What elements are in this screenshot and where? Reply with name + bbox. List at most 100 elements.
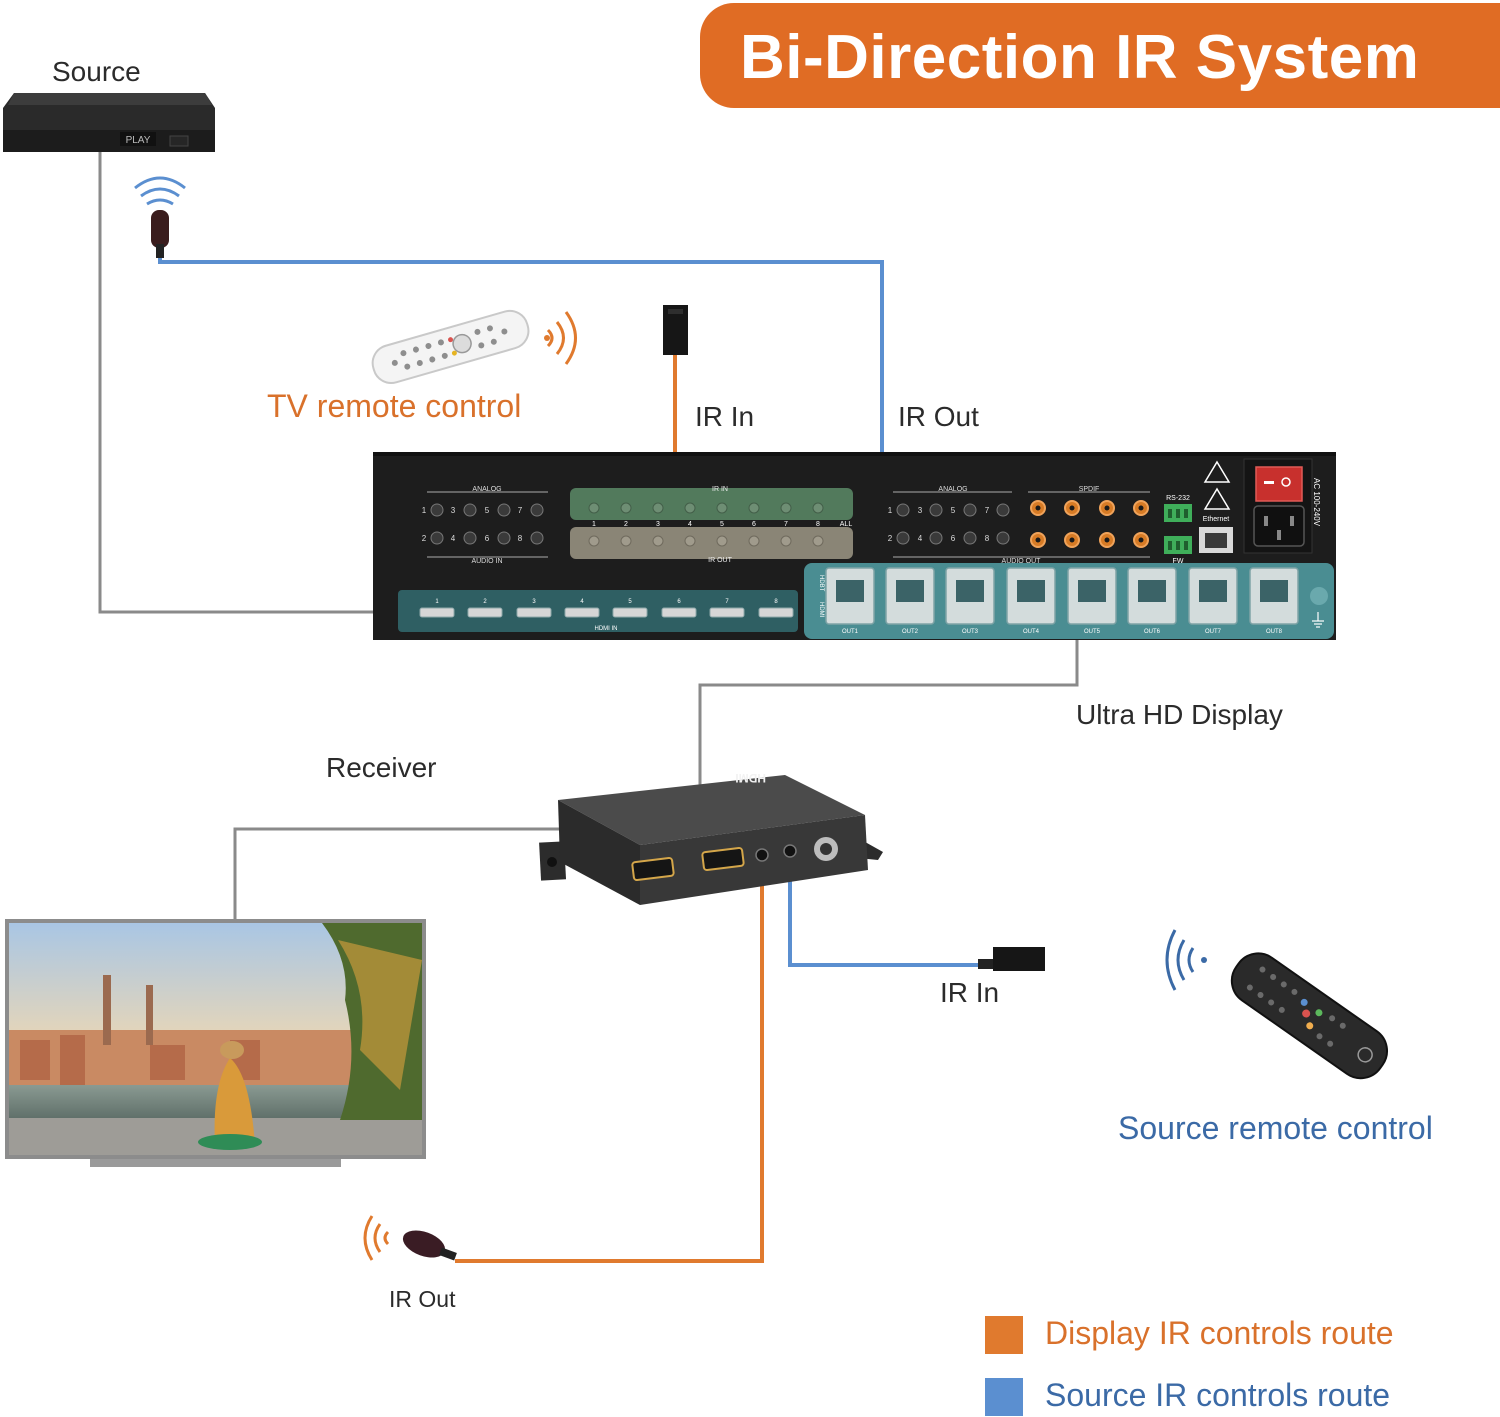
svg-text:3: 3 xyxy=(656,521,660,528)
svg-text:OUT7: OUT7 xyxy=(1205,629,1222,635)
svg-text:2: 2 xyxy=(624,521,628,528)
svg-text:OUT3: OUT3 xyxy=(962,629,979,635)
legend-swatch-display xyxy=(985,1316,1023,1354)
svg-text:5: 5 xyxy=(485,506,490,515)
hdbt-cable xyxy=(698,640,1079,785)
source-remote-signal-icon xyxy=(1165,929,1195,991)
svg-text:6: 6 xyxy=(485,534,490,543)
svg-text:OUT5: OUT5 xyxy=(1084,629,1101,635)
matrix-switcher: ANALOG 1 3 5 7 2 4 6 8 AUDIO IN IR IN IR OUT A… xyxy=(373,452,1336,640)
svg-text:7: 7 xyxy=(518,506,523,515)
svg-text:3: 3 xyxy=(532,599,536,605)
audio-out-label: AUDIO OUT xyxy=(1002,558,1042,565)
svg-text:4: 4 xyxy=(451,534,456,543)
ultra-hd-display-label: Ultra HD Display xyxy=(1076,699,1283,730)
audio-in-label: AUDIO IN xyxy=(471,558,502,565)
power-label: AC 100-240V xyxy=(1312,478,1321,527)
hdbt-label: HDBT xyxy=(818,575,824,592)
svg-text:5: 5 xyxy=(628,599,632,605)
ethernet-label: Ethernet xyxy=(1203,516,1230,523)
tv-remote xyxy=(371,309,530,384)
svg-text:8: 8 xyxy=(816,521,820,528)
page-title: Bi-Direction IR System xyxy=(740,23,1420,92)
tv-remote-signal-icon xyxy=(546,311,577,365)
svg-text:4: 4 xyxy=(918,534,923,543)
svg-text:1: 1 xyxy=(435,599,439,605)
spdif-panel: SPDIF AUDIO OUT xyxy=(893,486,1150,565)
svg-text:8: 8 xyxy=(985,534,990,543)
fw-label: FW xyxy=(1173,558,1184,565)
receiver-label: Receiver xyxy=(326,752,437,783)
svg-text:OUT8: OUT8 xyxy=(1266,629,1283,635)
gray-connections xyxy=(98,152,1079,920)
ir-out-top-label: IR Out xyxy=(898,401,979,432)
svg-text:2: 2 xyxy=(422,534,427,543)
source-remote xyxy=(1230,952,1388,1080)
source-remote-label: Source remote control xyxy=(1118,1110,1433,1146)
warning-icon xyxy=(1203,487,1231,510)
ir-all-label: ALL xyxy=(840,521,853,528)
svg-text:1: 1 xyxy=(888,506,893,515)
analog-audio-out-panel: ANALOG 1 3 5 7 2 4 6 8 xyxy=(888,486,1012,545)
svg-text:OUT6: OUT6 xyxy=(1144,629,1161,635)
svg-text:8: 8 xyxy=(774,599,778,605)
svg-text:OUT1: OUT1 xyxy=(842,629,859,635)
svg-text:3: 3 xyxy=(451,506,456,515)
svg-text:5: 5 xyxy=(951,506,956,515)
svg-text:2: 2 xyxy=(483,599,487,605)
receiver-device: HDMI xyxy=(539,771,883,905)
legend-label-source: Source IR controls route xyxy=(1045,1377,1391,1413)
control-ports: RS-232 FW Ethernet xyxy=(1164,460,1233,565)
svg-text:4: 4 xyxy=(688,521,692,528)
hdmi-in-panel: 1 2 3 4 5 6 7 8 HDMI IN xyxy=(398,590,798,632)
ir-in-receiver-probe xyxy=(663,305,688,355)
tv-remote-label: TV remote control xyxy=(267,388,522,424)
svg-text:6: 6 xyxy=(951,534,956,543)
svg-text:6: 6 xyxy=(677,599,681,605)
receiver-ir-in-probe xyxy=(978,947,1045,971)
ir-out-panel-label: IR OUT xyxy=(708,557,732,564)
ir-in-bottom-label: IR In xyxy=(940,977,1000,1008)
analog-audio-in-panel: ANALOG 1 3 5 7 2 4 6 8 AUDIO IN xyxy=(422,486,548,565)
svg-text:1: 1 xyxy=(422,506,427,515)
legend-swatch-source xyxy=(985,1378,1023,1416)
ir-in-top-label: IR In xyxy=(695,401,755,432)
svg-text:2: 2 xyxy=(888,534,893,543)
source-label: Source xyxy=(52,56,141,87)
receiver-hdmi-logo: HDMI xyxy=(735,771,766,785)
svg-text:3: 3 xyxy=(918,506,923,515)
title-banner xyxy=(700,3,1500,108)
svg-text:7: 7 xyxy=(985,506,990,515)
svg-text:OUT4: OUT4 xyxy=(1023,629,1040,635)
svg-text:1: 1 xyxy=(592,521,596,528)
hdbt-output-panel: HDBT HDMI OUT1 OUT2 OUT3 OUT4 OUT5 OUT6 OUT7 xyxy=(804,563,1334,639)
receiver-ir-out-emitter xyxy=(363,1215,457,1261)
svg-text:8: 8 xyxy=(518,534,523,543)
svg-text:5: 5 xyxy=(720,521,724,528)
rs232-label: RS-232 xyxy=(1166,495,1190,502)
analog-out-label: ANALOG xyxy=(938,486,967,493)
svg-text:7: 7 xyxy=(784,521,788,528)
svg-text:OUT2: OUT2 xyxy=(902,629,919,635)
svg-text:7: 7 xyxy=(725,599,729,605)
svg-text:6: 6 xyxy=(752,521,756,528)
display-route-bottom xyxy=(455,855,764,1263)
ir-in-panel-label: IR IN xyxy=(712,486,728,493)
analog-in-label: ANALOG xyxy=(472,486,501,493)
ground-icon xyxy=(1312,612,1324,628)
ir-port-panel: IR IN IR OUT ALL 1 2 3 4 5 6 7 8 xyxy=(570,486,853,564)
source-display-text: PLAY xyxy=(126,135,151,146)
hdmi-in-label: HDMI IN xyxy=(595,626,618,632)
hazard-icon xyxy=(1203,460,1231,483)
power-switch xyxy=(1255,466,1303,502)
source-route-bottom xyxy=(788,855,985,967)
spdif-label: SPDIF xyxy=(1079,486,1100,493)
source-device: PLAY xyxy=(3,93,215,152)
source-hdmi-cable xyxy=(98,152,375,614)
svg-text:4: 4 xyxy=(580,599,584,605)
source-ir-emitter xyxy=(134,176,186,258)
ultra-hd-display xyxy=(5,919,426,1167)
hdbt-hdmi-label: HDMI xyxy=(818,602,824,618)
